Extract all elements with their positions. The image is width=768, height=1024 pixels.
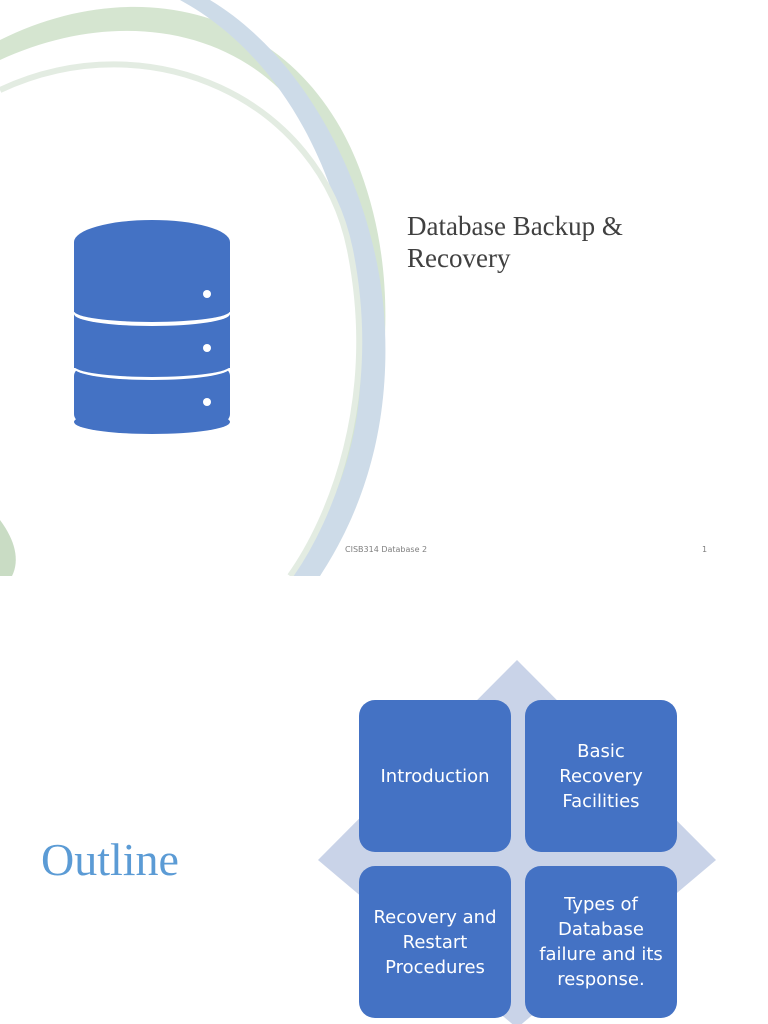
outline-tile-introduction: Introduction [359, 700, 511, 852]
database-icon [74, 220, 230, 434]
outline-tile-database-failure-types: Types of Database failure and its respon… [525, 866, 677, 1018]
slide-footer: CISB314 Database 2 [345, 545, 428, 554]
slide-number: 1 [702, 545, 708, 554]
slide-title: Database Backup & Recovery [407, 210, 727, 274]
slide-title-line-1: Database Backup & [407, 211, 623, 241]
tile-label: Types of Database failure and its respon… [539, 894, 663, 990]
outline-slide: Outline Introduction Basic Recovery Faci… [0, 576, 768, 1024]
tile-label: Recovery and Restart Procedures [373, 906, 497, 978]
tile-label: Introduction [380, 765, 490, 787]
slide-title-line-2: Recovery [407, 243, 511, 273]
outline-title: Outline [41, 834, 179, 885]
tile-label: Basic Recovery Facilities [559, 740, 643, 812]
outline-tile-recovery-restart: Recovery and Restart Procedures [359, 866, 511, 1018]
outline-tile-basic-recovery-facilities: Basic Recovery Facilities [525, 700, 677, 852]
title-slide: Database Backup & Recovery CISB314 Datab… [0, 0, 727, 576]
decorative-swoosh [0, 0, 386, 576]
